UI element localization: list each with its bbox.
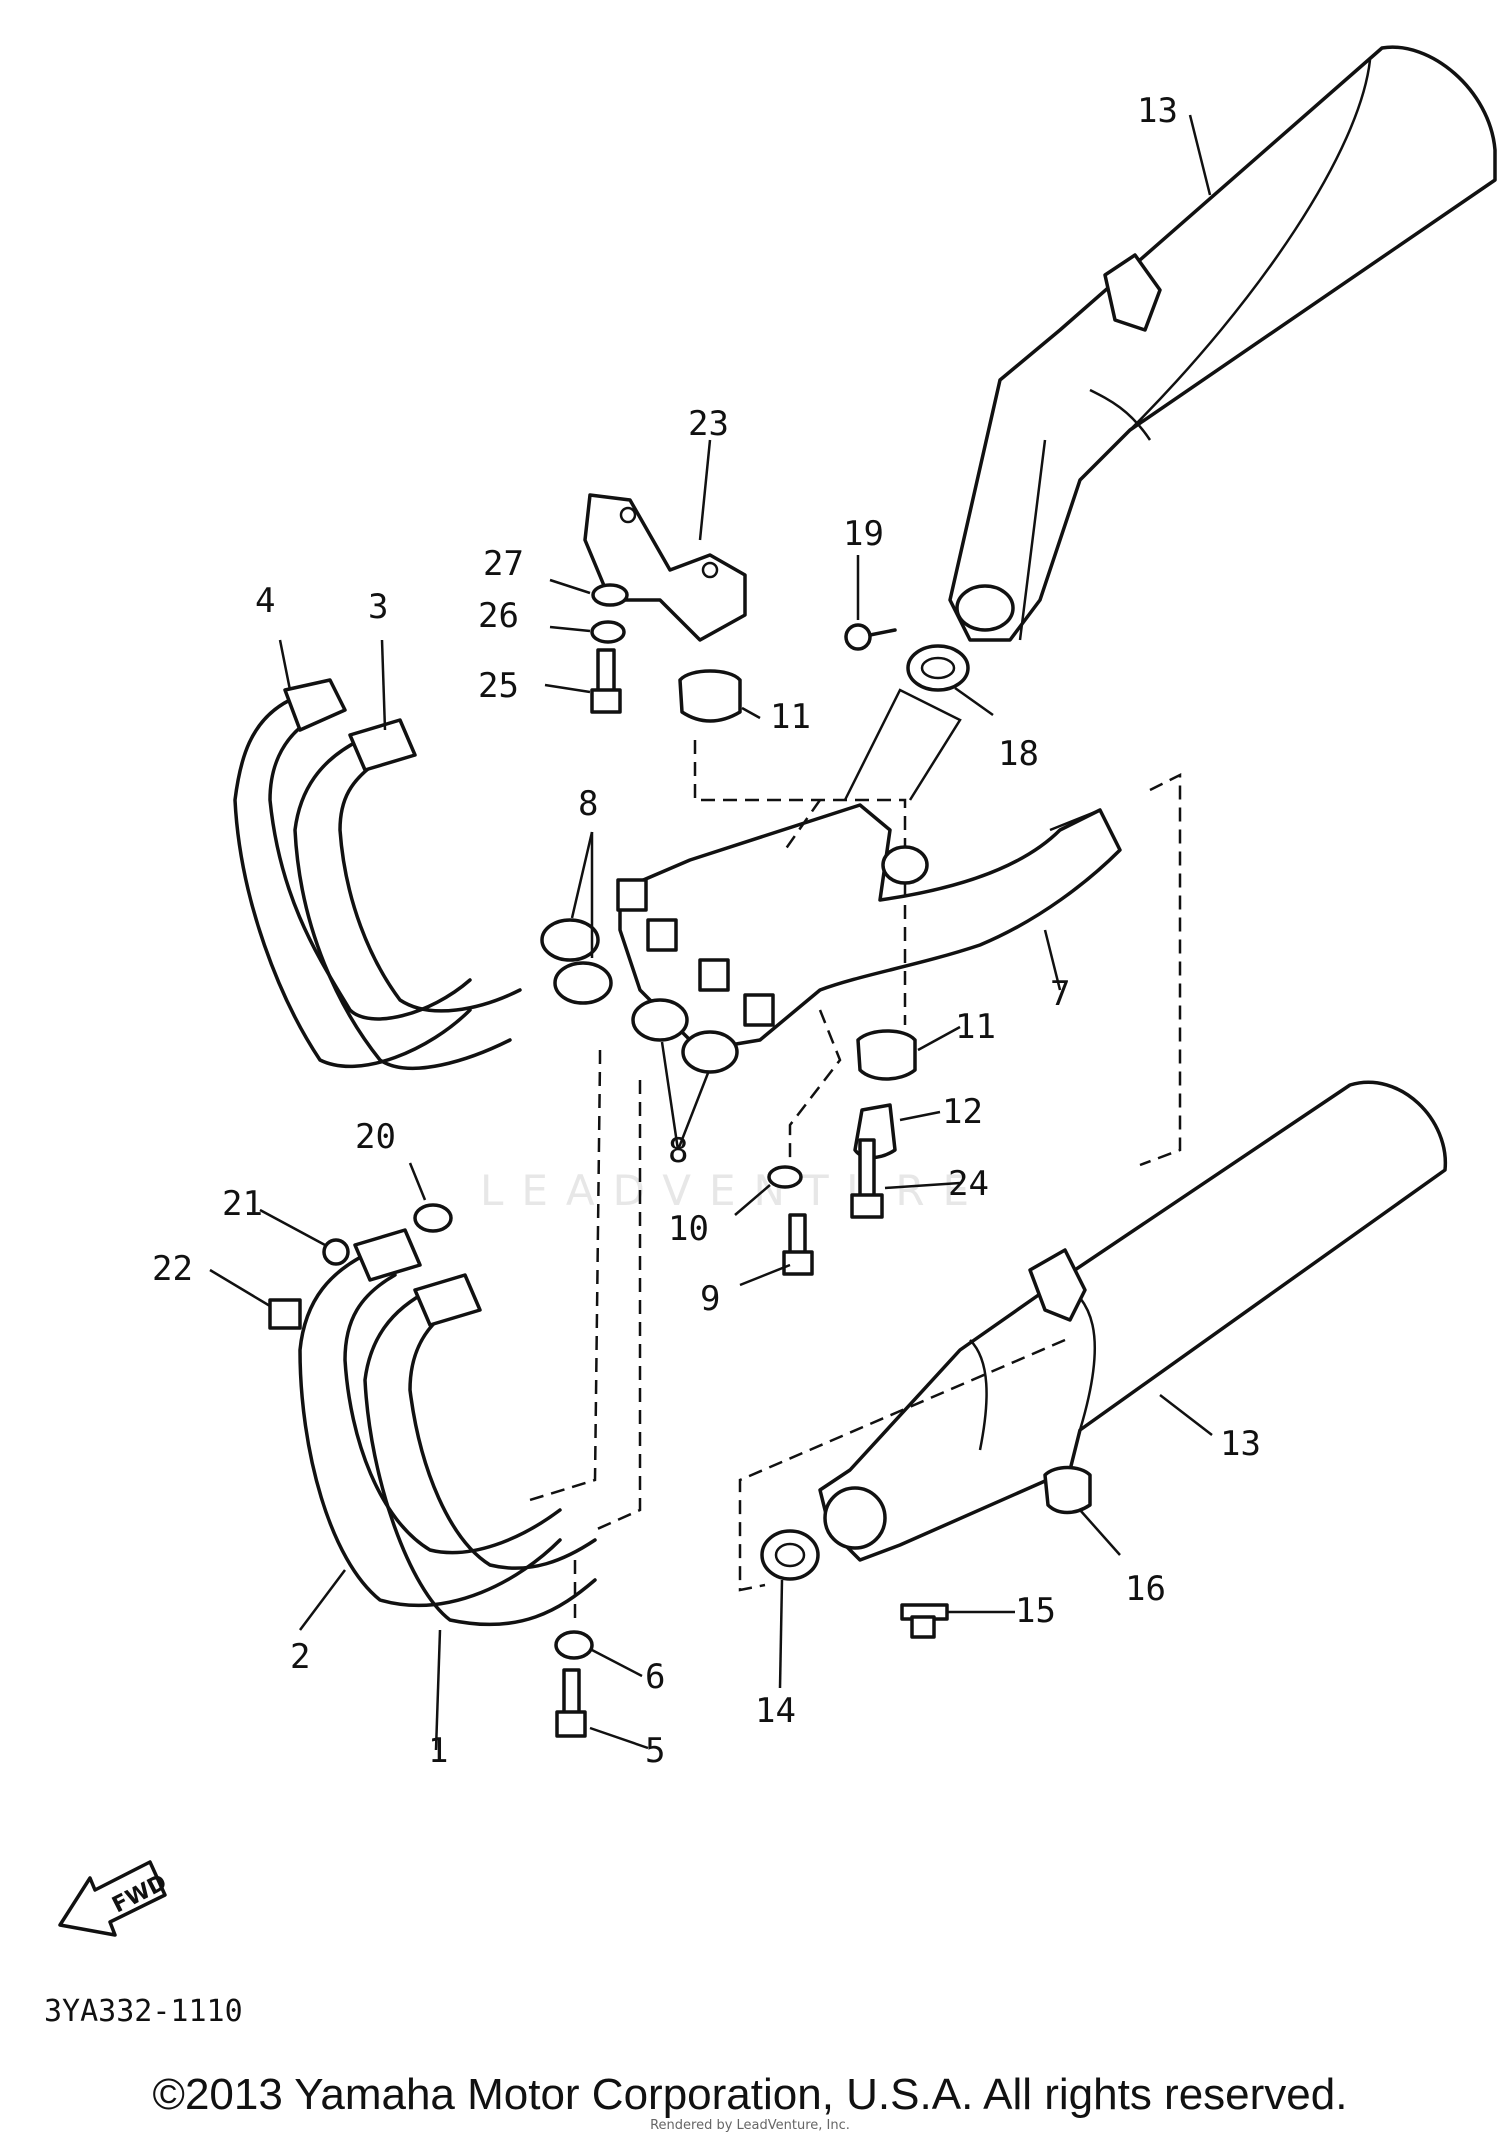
gasket-part-14[interactable] [760, 1529, 820, 1581]
callout-12: 12 [942, 1092, 983, 1132]
callout-21: 21 [222, 1184, 263, 1224]
callout-16: 16 [1125, 1569, 1166, 1609]
washer-part-27[interactable] [591, 583, 629, 607]
washer-part-20[interactable] [413, 1203, 453, 1233]
render-note: Rendered by LeadVenture, Inc. [650, 2118, 850, 2133]
callout-11-top: 11 [770, 697, 811, 737]
muffler-lower-part-13[interactable] [818, 1080, 1447, 1562]
damper-part-16[interactable] [1043, 1465, 1092, 1515]
callout-2: 2 [290, 1637, 310, 1677]
drawing-code: 3YA332-1110 [44, 1994, 243, 2029]
washer-part-26[interactable] [590, 620, 626, 644]
callout-17: 13 [1137, 91, 1178, 131]
connection-lines [529, 740, 1182, 1625]
callout-3: 3 [368, 587, 388, 627]
damper-part-11-lower[interactable] [856, 1029, 917, 1081]
exhaust-pipe-part-4[interactable] [233, 678, 472, 1069]
exhaust-pipe-part-3[interactable] [293, 718, 522, 1071]
collector-pipe-part-7[interactable] [616, 688, 1122, 1052]
muffler-upper-part-17[interactable] [948, 45, 1497, 642]
nut-part-22[interactable] [268, 1298, 302, 1330]
bolt-part-9[interactable] [782, 1213, 814, 1276]
gasket-part-18[interactable] [906, 644, 970, 692]
bracket-part-24[interactable] [583, 493, 747, 642]
gasket-part-8-upper[interactable] [540, 918, 613, 1005]
watermark: LEADVENTURE [480, 1166, 987, 1215]
damper-part-11-top[interactable] [678, 669, 742, 723]
washer-part-6[interactable] [554, 1630, 594, 1660]
callout-8-lower: 8 [668, 1131, 688, 1171]
callout-labels: 13 23 27 26 25 19 11 18 4 3 8 7 11 12 24… [152, 91, 1261, 1771]
gasket-part-8-lower[interactable] [631, 998, 739, 1074]
callout-25: 25 [478, 666, 519, 706]
callout-10: 10 [668, 1209, 709, 1249]
callout-7: 7 [1050, 974, 1070, 1014]
copyright-notice: ©2013 Yamaha Motor Corporation, U.S.A. A… [152, 2070, 1348, 2119]
callout-20: 20 [355, 1117, 396, 1157]
callout-15: 15 [1015, 1591, 1056, 1631]
callout-4: 4 [255, 581, 275, 621]
exhaust-pipe-part-1[interactable] [363, 1273, 597, 1627]
callout-14: 14 [755, 1691, 796, 1731]
callout-5: 5 [645, 1731, 665, 1771]
callout-8-upper: 8 [578, 784, 598, 824]
callout-23: 24 [948, 1164, 989, 1204]
callout-11-lower: 11 [955, 1007, 996, 1047]
bolt-part-15[interactable] [900, 1603, 949, 1639]
bolt-part-25[interactable] [590, 648, 622, 714]
callout-1: 1 [428, 1731, 448, 1771]
bolt-part-23[interactable] [850, 1138, 884, 1219]
callout-19: 19 [843, 514, 884, 554]
bolt-part-5[interactable] [555, 1668, 587, 1738]
callout-27: 27 [483, 544, 524, 584]
exhaust-pipe-part-2[interactable] [298, 1228, 562, 1608]
bolt-part-19[interactable] [844, 623, 897, 651]
callout-6: 6 [645, 1657, 665, 1697]
washer-part-10[interactable] [767, 1165, 803, 1189]
callout-26: 26 [478, 596, 519, 636]
clamp-bolt-part-21[interactable] [322, 1238, 350, 1266]
callout-13: 13 [1220, 1424, 1261, 1464]
callout-9: 9 [700, 1279, 720, 1319]
callout-18: 18 [998, 734, 1039, 774]
callout-24: 23 [688, 404, 729, 444]
fwd-arrow-icon: FWD [58, 1860, 171, 1937]
leader-lines [209, 114, 1213, 1751]
callout-22: 22 [152, 1249, 193, 1289]
